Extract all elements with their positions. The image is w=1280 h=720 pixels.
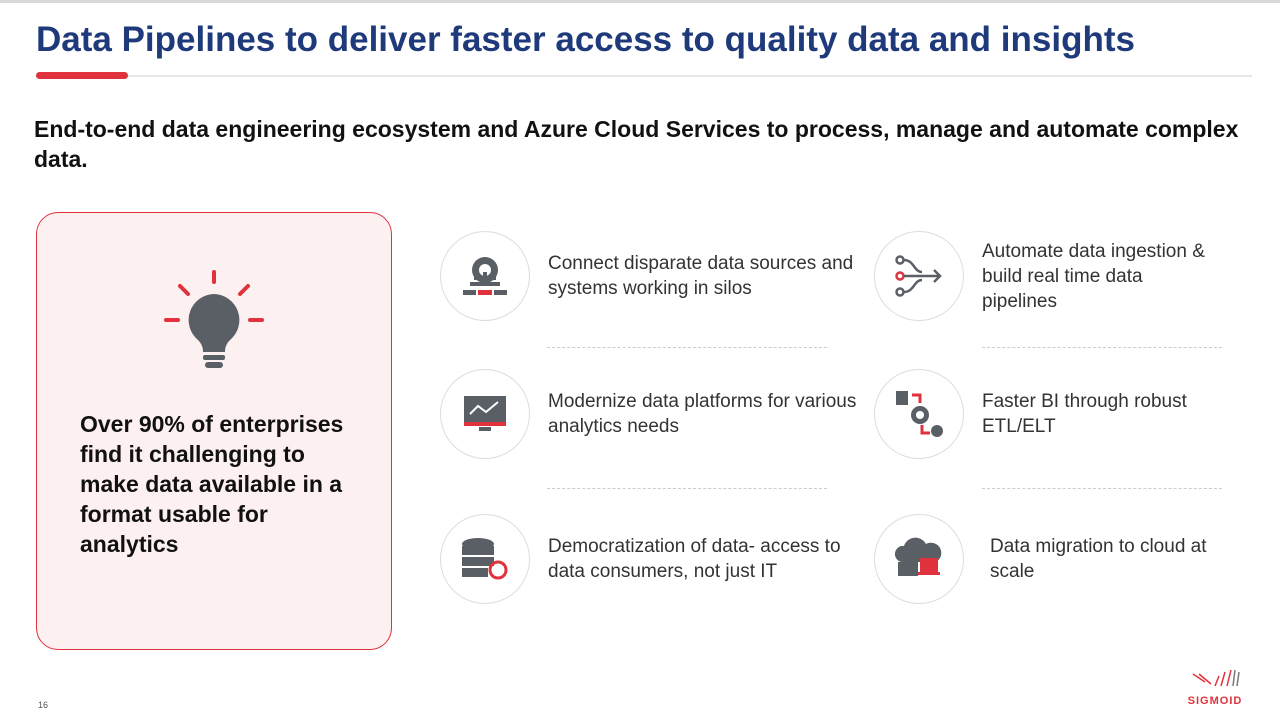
divider — [982, 488, 1222, 489]
feature-text: Modernize data platforms for various ana… — [548, 391, 857, 437]
etl-gear-icon — [874, 369, 964, 459]
feature-item: Automate data ingestion & build real tim… — [874, 231, 1212, 321]
title-divider — [36, 75, 1252, 77]
feature-text: Connect disparate data sources and syste… — [548, 253, 854, 299]
pipeline-arrow-icon — [874, 231, 964, 321]
database-sync-icon — [440, 514, 530, 604]
callout-statistic: Over 90% of enterprises find it challeng… — [80, 411, 344, 557]
callout-card: Over 90% of enterprises find it challeng… — [36, 212, 392, 650]
divider — [547, 488, 827, 489]
feature-text: Automate data ingestion & build real tim… — [982, 240, 1205, 312]
monitor-chart-icon — [440, 369, 530, 459]
feature-item: Modernize data platforms for various ana… — [440, 369, 868, 459]
page-number: 16 — [38, 700, 49, 710]
cloud-migration-icon — [874, 514, 964, 604]
feature-item: Connect disparate data sources and syste… — [440, 231, 868, 321]
top-border — [0, 0, 1280, 3]
subtitle: End-to-end data engineering ecosystem an… — [34, 116, 1239, 172]
feature-item: Faster BI through robust ETL/ELT — [874, 369, 1222, 459]
lightbulb-icon — [164, 270, 264, 368]
feature-item: Data migration to cloud at scale — [874, 514, 1230, 604]
page-title: Data Pipelines to deliver faster access … — [36, 20, 1135, 59]
feature-text: Faster BI through robust ETL/ELT — [982, 391, 1187, 437]
feature-text: Democratization of data- access to data … — [548, 536, 841, 582]
feature-text: Data migration to cloud at scale — [990, 536, 1207, 582]
logo-text: SIGMOID — [1187, 695, 1243, 707]
gear-network-icon — [440, 231, 530, 321]
divider — [982, 347, 1222, 348]
feature-item: Democratization of data- access to data … — [440, 514, 868, 604]
divider — [547, 347, 827, 348]
title-accent-bar — [36, 72, 128, 79]
sigmoid-logo: SIGMOID — [1185, 668, 1245, 707]
